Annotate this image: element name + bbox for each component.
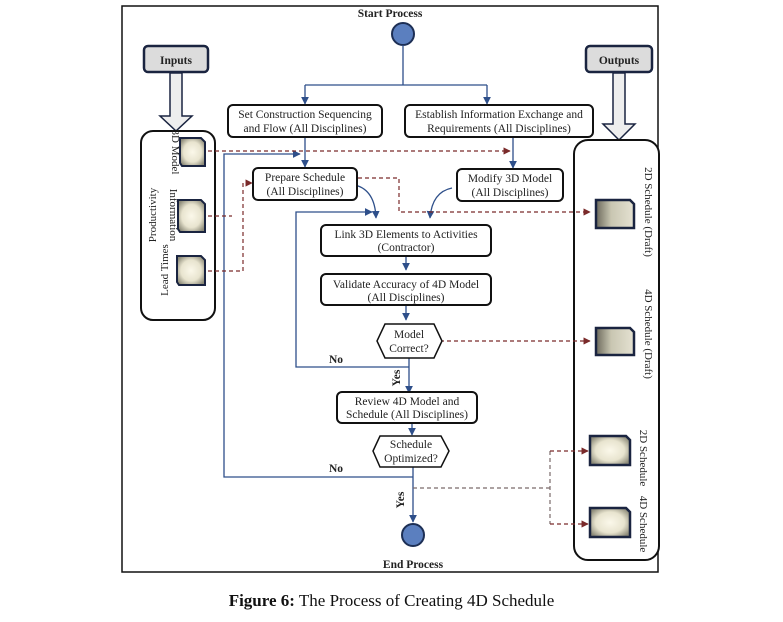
start-label: Start Process [358,8,423,20]
document-icon [588,506,632,539]
svg-text:Model: Model [394,329,424,341]
document-icon [176,255,206,286]
step-establish-information-exchange: Establish Information Exchange and Requi… [404,104,594,138]
svg-text:4D Schedule: 4D Schedule [637,496,649,553]
svg-text:(All Disciplines): (All Disciplines) [368,292,445,304]
svg-text:Establish Information Exchange: Establish Information Exchange and [415,109,583,121]
svg-text:Review 4D Model and: Review 4D Model and [355,396,460,408]
svg-text:4D Schedule (Draft): 4D Schedule (Draft) [642,289,654,379]
svg-text:Lead Times: Lead Times [159,244,171,296]
input-3d-model: 3D Model [169,130,206,175]
flow-connectors [223,45,517,523]
step-prepare-schedule: Prepare Schedule (All Disciplines) [252,167,358,201]
document-icon [179,137,206,167]
svg-text:2D Schedule (Draft): 2D Schedule (Draft) [642,167,654,257]
svg-text:Optimized?: Optimized? [384,453,438,465]
model-correct-no-label: No [329,354,343,366]
output-4d-schedule-draft: 4D Schedule (Draft) [594,289,654,379]
output-2d-schedule: 2D Schedule [588,430,649,487]
decision-schedule-optimized: Schedule Optimized? [372,435,450,468]
svg-text:and Flow (All Disciplines): and Flow (All Disciplines) [244,123,367,135]
end-node [401,523,425,547]
outputs-header: Outputs [584,44,654,74]
step-validate-4d-model: Validate Accuracy of 4D Model (All Disci… [320,273,492,306]
caption-text: The Process of Creating 4D Schedule [294,591,555,610]
step-modify-3d-model: Modify 3D Model (All Disciplines) [456,168,564,202]
svg-text:Information: Information [167,189,179,242]
end-label: End Process [383,559,444,571]
svg-text:Prepare Schedule: Prepare Schedule [265,172,345,184]
input-lead-times: Lead Times [159,244,206,296]
step-review-4d-model: Review 4D Model and Schedule (All Discip… [336,391,478,424]
svg-text:Outputs: Outputs [599,55,640,67]
caption-prefix: Figure 6: [228,591,295,610]
svg-text:2D Schedule: 2D Schedule [637,430,649,487]
svg-text:Productivity: Productivity [147,187,159,242]
document-icon [594,198,636,230]
svg-text:Set Construction Sequencing: Set Construction Sequencing [238,109,372,121]
decision-model-correct: Model Correct? [376,323,443,359]
document-icon [177,199,206,233]
svg-text:Schedule (All Disciplines): Schedule (All Disciplines) [346,409,468,421]
step-link-3d-elements: Link 3D Elements to Activities (Contract… [320,224,492,257]
svg-text:(All Disciplines): (All Disciplines) [267,186,344,198]
svg-text:Requirements (All Disciplines): Requirements (All Disciplines) [427,123,571,135]
schedule-optimized-no-label: No [329,463,343,475]
svg-text:Validate Accuracy of 4D Model: Validate Accuracy of 4D Model [333,279,479,291]
data-connectors [208,147,591,345]
svg-text:Inputs: Inputs [160,55,192,67]
input-productivity-information: Productivity Information [147,187,206,242]
inputs-header: Inputs [142,44,210,74]
svg-text:(Contractor): (Contractor) [378,242,435,254]
output-4d-schedule: 4D Schedule [588,496,649,553]
inputs-arrow-icon [158,72,194,133]
document-icon [594,326,636,357]
svg-text:Modify 3D Model: Modify 3D Model [468,173,552,185]
svg-text:Link 3D Elements to Activities: Link 3D Elements to Activities [334,229,478,241]
step-set-construction-sequencing: Set Construction Sequencing and Flow (Al… [227,104,383,138]
svg-text:3D Model: 3D Model [169,130,181,175]
svg-text:Correct?: Correct? [389,343,429,355]
outputs-arrow-icon [601,72,637,142]
svg-text:Schedule: Schedule [390,439,432,451]
start-node [391,22,415,46]
document-icon [588,434,632,467]
schedule-optimized-yes-label: Yes [395,491,407,508]
final-output-connectors [413,447,589,528]
figure-caption: Figure 6: The Process of Creating 4D Sch… [0,591,783,611]
output-2d-schedule-draft: 2D Schedule (Draft) [594,167,654,257]
model-correct-yes-label: Yes [391,369,403,386]
svg-text:(All Disciplines): (All Disciplines) [472,187,549,199]
